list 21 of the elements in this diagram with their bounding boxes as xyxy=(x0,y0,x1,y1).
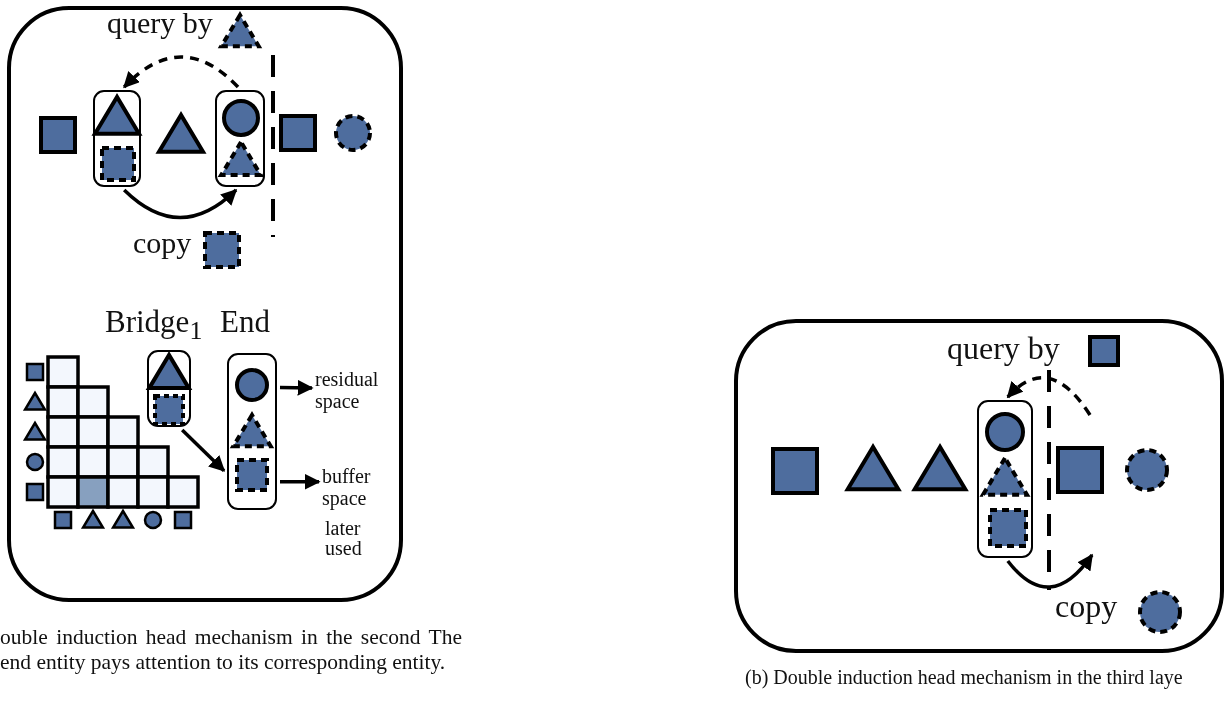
rounded-box xyxy=(93,90,141,187)
heading-text: Bridge$_{1}$ xyxy=(105,304,203,347)
arrow xyxy=(123,188,238,220)
arrow xyxy=(123,55,240,89)
arrow xyxy=(280,473,321,490)
edge-label: query by xyxy=(947,330,1060,367)
arrow xyxy=(180,428,226,472)
arrow xyxy=(1006,553,1094,589)
annotation-text: later used xyxy=(325,518,363,558)
caption-text: ouble induction head mechanism in the second The end entity pays attention to its corresponding entity. xyxy=(0,625,462,675)
annotation-text: buffer space xyxy=(322,465,394,513)
rounded-box xyxy=(215,90,265,187)
arrow xyxy=(1006,376,1092,416)
edge-label: copy xyxy=(133,226,192,260)
rounded-box xyxy=(977,400,1033,558)
annotation-text: residual space xyxy=(315,368,403,418)
heading-text: End xyxy=(220,304,270,340)
edge-label: copy xyxy=(1055,588,1118,625)
arrow xyxy=(279,379,314,396)
caption-text: (b) Double induction head mechanism in the third laye xyxy=(745,665,1183,690)
edge-label: query by xyxy=(107,6,213,40)
